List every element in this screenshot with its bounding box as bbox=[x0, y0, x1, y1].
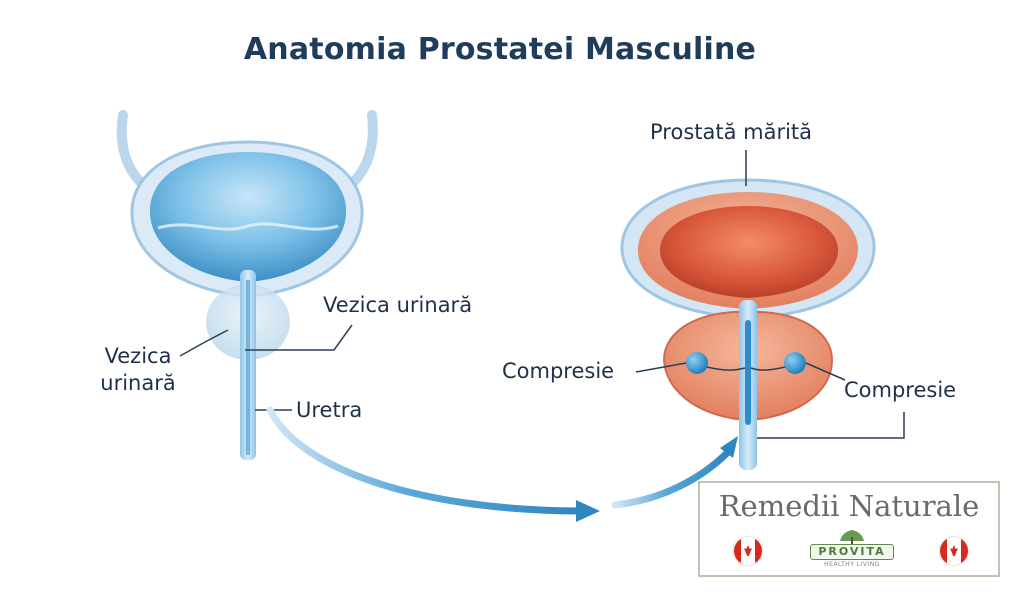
compression-node-left bbox=[686, 352, 708, 374]
leader-bladder-lower bbox=[179, 329, 229, 357]
fluid-surface-line bbox=[157, 222, 339, 231]
normal-bladder-illustration bbox=[116, 110, 378, 460]
leader-compression-right bbox=[805, 362, 846, 381]
leader-compression-left bbox=[635, 362, 687, 373]
label-compression-left: Compresie bbox=[502, 359, 615, 383]
inflamed-bladder-interior bbox=[660, 206, 838, 298]
tree-icon bbox=[840, 530, 864, 545]
canada-flag-icon bbox=[734, 537, 762, 565]
leader-urethra-right bbox=[757, 412, 905, 439]
urethra-channel bbox=[246, 280, 250, 455]
label-enlarged-prostate: Prostată mărită bbox=[650, 120, 813, 144]
canada-flag-icon bbox=[940, 537, 968, 565]
logo-word: PROVITA bbox=[810, 544, 894, 560]
label-urethra: Uretra bbox=[296, 398, 363, 422]
progression-arrow bbox=[266, 406, 738, 522]
arrow-left-segment bbox=[266, 406, 582, 515]
compressed-urethra-channel bbox=[745, 320, 751, 425]
remedii-naturale-watermark: Remedii Naturale PROVITA HEALTHY LIVING bbox=[698, 481, 1000, 577]
watermark-title: Remedii Naturale bbox=[718, 489, 980, 523]
compression-node-right bbox=[784, 352, 806, 374]
leader-bladder-upper bbox=[245, 324, 353, 351]
page-title: Anatomia Prostatei Masculine bbox=[243, 32, 757, 67]
arrow-right-segment bbox=[611, 448, 732, 509]
logo-tagline: HEALTHY LIVING bbox=[824, 561, 880, 568]
arrow-head-right bbox=[720, 436, 738, 458]
label-compression-right: Compresie bbox=[844, 378, 957, 402]
label-bladder-lower: Vezica urinară bbox=[100, 344, 176, 395]
bladder-fluid bbox=[149, 152, 347, 282]
enlarged-prostate-illustration bbox=[620, 150, 905, 470]
provita-logo: PROVITA HEALTHY LIVING bbox=[810, 529, 894, 573]
label-bladder-upper: Vezica urinară bbox=[323, 293, 473, 317]
arrow-head-left bbox=[576, 500, 600, 522]
